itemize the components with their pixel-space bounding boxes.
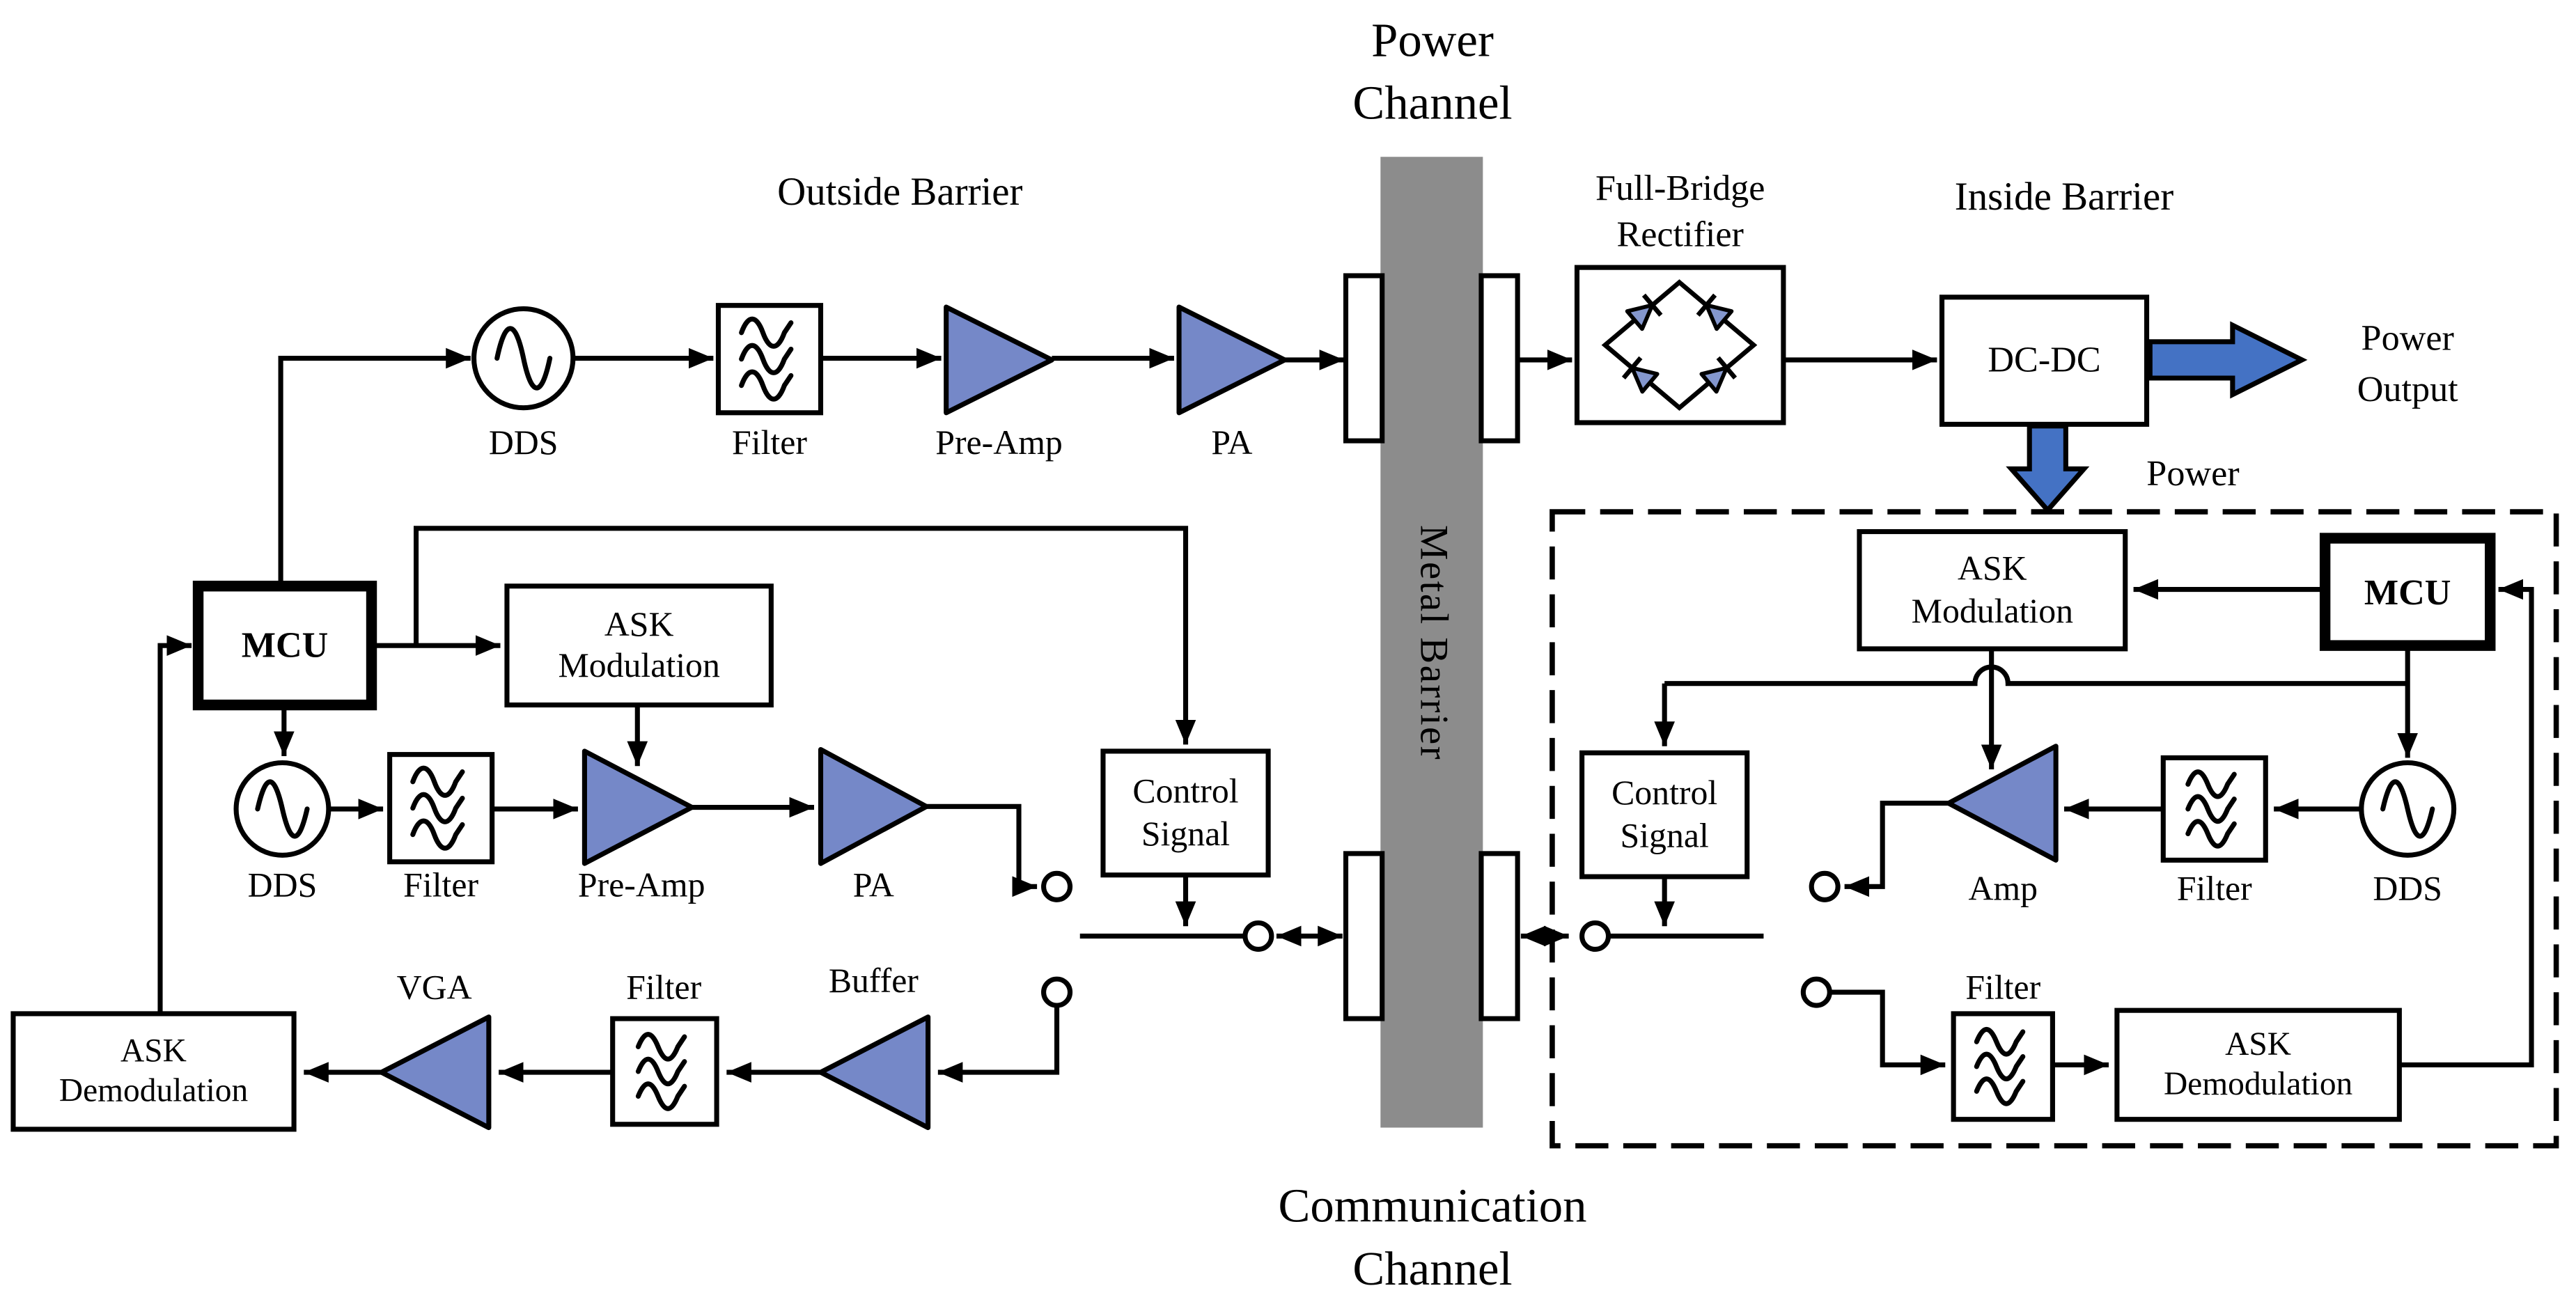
transducer-power-right	[1478, 273, 1520, 444]
diode-bottom-left	[1621, 356, 1660, 394]
comm-channel-line1: Communication	[1278, 1180, 1587, 1234]
pa-top-triangle	[1176, 304, 1288, 416]
inside-barrier-label: Inside Barrier	[1954, 176, 2174, 220]
metal-barrier-wall	[1380, 157, 1483, 1128]
mcu-right-label: MCU	[2364, 570, 2451, 612]
dds-right-symbol	[2359, 760, 2457, 858]
plug-rx-left	[1041, 976, 1073, 1008]
dds-right-label: DDS	[2373, 868, 2443, 909]
pa-left-label: PA	[852, 865, 894, 905]
outside-barrier-label: Outside Barrier	[777, 171, 1023, 215]
dds-top-label: DDS	[488, 423, 559, 462]
bus-mcu-controlsignal	[1664, 664, 2408, 687]
filter-bottom-right-symbol	[1951, 1011, 2055, 1122]
dcdc-label: DC-DC	[1988, 338, 2101, 380]
dds-left-symbol	[233, 760, 331, 858]
comm-channel-line2: Channel	[1352, 1244, 1513, 1297]
wire-mcu-to-controlsignal-left	[413, 526, 1196, 745]
transducer-comm-right	[1478, 851, 1520, 1021]
rectifier-box	[1574, 265, 1786, 425]
plug-commline-right	[1579, 920, 1611, 952]
filter-bottom-left-symbol	[610, 1016, 719, 1127]
rectifier-label: Full-Bridge Rectifier	[1595, 166, 1765, 253]
filter-bottom-right-label: Filter	[1965, 967, 2041, 1007]
plug-tx-right	[1809, 870, 1841, 902]
askmod-left-box	[504, 583, 774, 708]
buffer-triangle	[818, 1014, 931, 1131]
preamp-left-triangle	[581, 748, 695, 866]
vga-label: VGA	[396, 967, 472, 1007]
filter-left-symbol	[387, 752, 495, 865]
wire-plug-to-filterbr	[1829, 989, 1946, 1076]
diode-bottom-right	[1699, 356, 1738, 394]
mcu-left-box	[192, 581, 377, 711]
filter-right-label: Filter	[2176, 868, 2252, 909]
askdemod-left-box	[10, 1011, 297, 1132]
transducer-power-left	[1343, 273, 1385, 444]
vga-triangle	[379, 1014, 492, 1131]
dds-left-label: DDS	[247, 865, 318, 905]
diode-top-right	[1696, 293, 1734, 331]
dcdc-box	[1939, 295, 2150, 427]
wire-mcu-to-dds-top	[278, 347, 471, 586]
transducer-comm-left	[1343, 851, 1385, 1021]
inside-circuit-dashed-border	[1549, 509, 2559, 1149]
metal-barrier-label: Metal Barrier	[1411, 524, 1454, 760]
controlsignal-right-box	[1579, 750, 1750, 879]
askdemod-right-box	[2114, 1007, 2402, 1122]
power-feed-label: Power	[2146, 452, 2240, 494]
preamp-top-label: Pre-Amp	[935, 423, 1063, 462]
amp-label: Amp	[1968, 868, 2038, 909]
plug-rx-right	[1800, 976, 1832, 1008]
preamp-left-label: Pre-Amp	[577, 865, 705, 905]
power-feed-arrow	[2006, 423, 2090, 515]
power-channel-title: Power Channel	[1288, 10, 1577, 136]
preamp-top-triangle	[944, 304, 1055, 416]
pa-top-label: PA	[1211, 423, 1253, 462]
filter-right-symbol	[2160, 755, 2268, 863]
buffer-label: Buffer	[828, 961, 919, 1001]
plug-tx-left	[1041, 870, 1073, 902]
pa-left-triangle	[818, 746, 929, 866]
power-output-arrow	[2147, 321, 2308, 399]
power-channel-line2: Channel	[1352, 78, 1513, 131]
mcu-left-label: MCU	[241, 624, 329, 666]
diode-top-left	[1625, 293, 1663, 331]
askmod-right-box	[1857, 528, 2128, 652]
power-output-label: Power Output	[2357, 317, 2458, 409]
amp-right-triangle	[1946, 744, 2059, 863]
filter-bottom-left-label: Filter	[626, 967, 702, 1007]
filter-top-symbol	[715, 303, 824, 416]
power-channel-line1: Power	[1371, 15, 1494, 68]
filter-top-label: Filter	[732, 423, 807, 462]
wire-askdemod-to-mcu	[157, 635, 192, 1014]
communication-channel-title: Communication Channel	[1255, 1175, 1610, 1301]
wire-amp-to-plug	[1844, 801, 1949, 897]
mcu-right-box	[2319, 533, 2496, 651]
plug-commline-left	[1242, 920, 1274, 952]
controlsignal-left-box	[1100, 748, 1271, 878]
wire-plug-to-buffer	[937, 1005, 1060, 1083]
wire-askdemodright-to-mcu	[2399, 579, 2534, 1067]
dds-top-symbol	[471, 306, 576, 411]
filter-left-label: Filter	[403, 865, 479, 905]
rectifier-diamond	[1601, 279, 1758, 411]
wire-paleft-to-plug	[926, 803, 1038, 897]
